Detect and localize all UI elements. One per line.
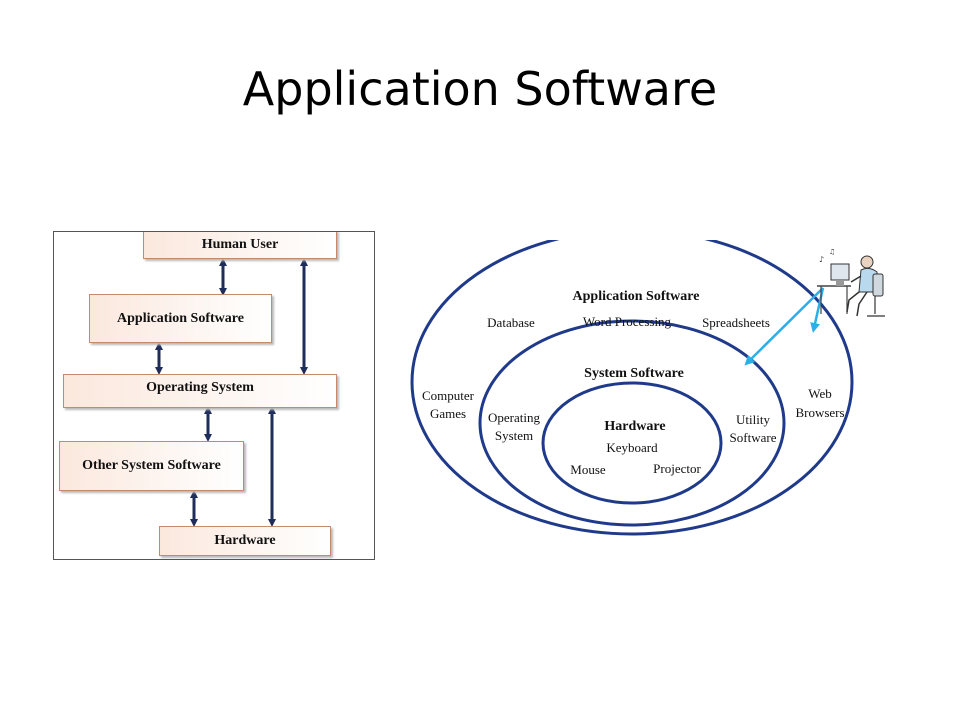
- system-software-title: System Software: [584, 366, 684, 381]
- application-software-box: Application Software: [89, 294, 272, 343]
- concentric-software-diagram: Application Software Database Word Proce…: [410, 240, 885, 536]
- computer-games-label-line1: Computer: [422, 388, 475, 403]
- layer-arrows: [155, 258, 308, 527]
- human-user-box: Human User: [143, 232, 337, 259]
- operating-system-label-line1: Operating: [488, 410, 540, 425]
- projector-label: Projector: [653, 461, 701, 476]
- spreadsheets-label: Spreadsheets: [702, 315, 770, 330]
- hardware-label: Hardware: [214, 533, 276, 548]
- layer-stack-diagram: Human User Application Software Operatin…: [53, 231, 375, 560]
- hardware-title: Hardware: [604, 419, 665, 434]
- database-label: Database: [487, 315, 535, 330]
- other-system-software-box: Other System Software: [59, 441, 244, 491]
- mouse-label: Mouse: [570, 462, 606, 477]
- user-at-computer-icon: ♪ ♫: [817, 248, 885, 317]
- operating-system-label-line2: System: [495, 428, 533, 443]
- hardware-ellipse: [541, 381, 723, 505]
- web-browsers-label-line2: Browsers: [795, 405, 844, 420]
- utility-software-label-line1: Utility: [736, 412, 770, 427]
- keyboard-label: Keyboard: [606, 440, 658, 455]
- user-arrow-system: [744, 287, 824, 366]
- computer-games-label-line2: Games: [430, 406, 466, 421]
- application-software-ellipse: [410, 240, 854, 536]
- system-software-ellipse: [478, 319, 786, 527]
- application-software-title: Application Software: [573, 289, 700, 304]
- human-user-label: Human User: [201, 236, 279, 252]
- other-system-software-label: Other System Software: [82, 458, 221, 473]
- application-software-label: Application Software: [117, 310, 244, 326]
- operating-system-label: Operating System: [146, 380, 254, 395]
- utility-software-label-line2: Software: [730, 430, 777, 445]
- web-browsers-label-line1: Web: [808, 386, 832, 401]
- hardware-box: Hardware: [159, 526, 331, 556]
- svg-text:♫: ♫: [829, 248, 835, 256]
- word-processing-label: Word Processing: [583, 314, 672, 329]
- slide-title: Application Software: [242, 62, 718, 116]
- svg-text:♪: ♪: [819, 255, 824, 264]
- operating-system-box: Operating System: [63, 374, 337, 408]
